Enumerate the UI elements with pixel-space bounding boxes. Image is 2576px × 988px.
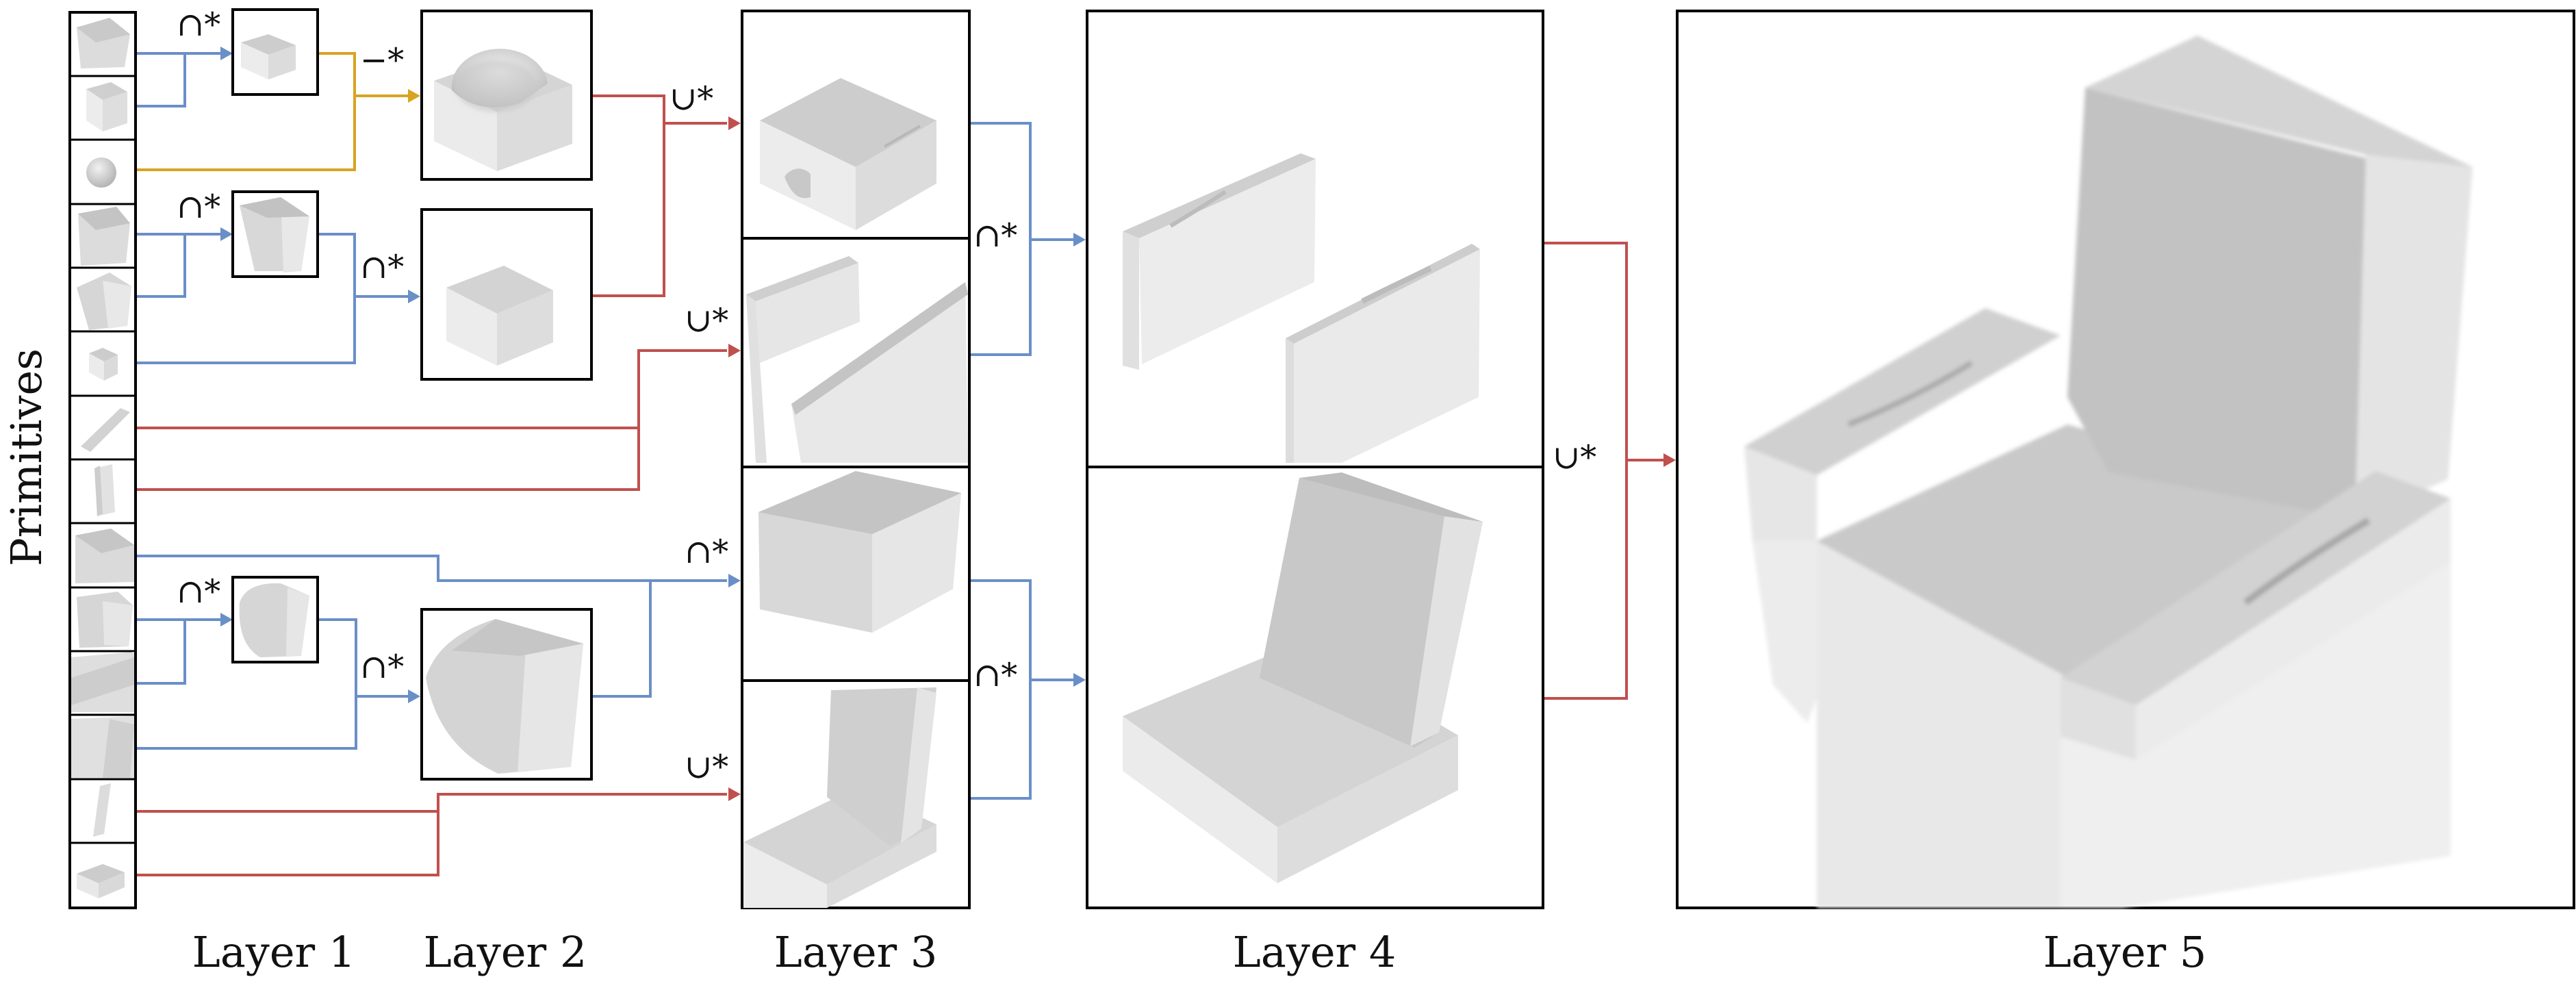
layer1-box-b	[231, 190, 319, 278]
layer-label-4: Layer 4	[1233, 927, 1397, 977]
op-intersection-l4a: ∩*	[973, 216, 1017, 255]
operator-labels: ∩* −* ∩* ∩* ∪* ∪* ∩* ∩* ∩* ∩* ∩* ∪* ∪*	[177, 5, 1596, 786]
layer5-chair	[1744, 36, 2473, 908]
layer2-box-a	[420, 10, 593, 181]
connector-p8	[137, 555, 741, 587]
op-intersection-c2: ∩*	[360, 648, 404, 686]
layer5-box	[1676, 10, 2575, 909]
layer4-column	[1086, 10, 1544, 909]
connector-l3r4-union	[137, 787, 741, 876]
op-intersection-b: ∩*	[177, 188, 220, 226]
connector-c2-intersection	[137, 618, 420, 750]
layer2-box-b	[420, 208, 593, 381]
primitive-1	[86, 82, 127, 131]
connector-l3r2-union	[137, 344, 741, 491]
op-intersection-l4b: ∩*	[973, 656, 1017, 694]
connector-l4a-intersection	[971, 122, 1086, 356]
layer1-box-a	[231, 8, 319, 96]
primitive-2	[86, 157, 116, 188]
layer-label-1: Layer 1	[192, 927, 356, 977]
op-intersection-a: ∩*	[177, 5, 220, 44]
primitive-3	[78, 207, 130, 266]
layer-labels: Layer 1 Layer 2 Layer 3 Layer 4 Layer 5	[192, 927, 2207, 977]
op-union-l3r4: ∪*	[685, 748, 728, 786]
primitive-7	[94, 464, 115, 516]
op-intersection-c: ∩*	[177, 572, 220, 611]
primitive-10	[71, 652, 134, 712]
layer3-row2-shape	[746, 256, 968, 463]
layer3-row1-shape	[760, 78, 936, 230]
connector-l5-union	[1544, 242, 1676, 700]
primitive-12	[93, 783, 111, 837]
connector-a-intersection	[137, 47, 233, 107]
primitives-column	[68, 11, 137, 909]
layer3-row3-shape	[758, 471, 961, 633]
layer-label-2: Layer 2	[424, 927, 587, 977]
connector-l3r1-union	[593, 94, 741, 297]
primitive-5	[89, 348, 118, 381]
primitive-11	[71, 716, 134, 778]
layer-label-5: Layer 5	[2043, 927, 2207, 977]
connector-b-intersection	[137, 227, 233, 298]
op-union-l3r1: ∪*	[669, 79, 713, 118]
op-union-l3r2: ∪*	[685, 301, 728, 340]
primitive-6	[81, 408, 130, 452]
layer3-row4-shape	[743, 687, 936, 908]
primitives-label: Primitives	[1, 349, 51, 566]
connector-l2c-l3r3	[593, 581, 652, 698]
primitive-13	[77, 864, 125, 898]
op-union-l5: ∪*	[1553, 438, 1596, 477]
op-intersection-b2: ∩*	[360, 248, 404, 286]
op-difference-a: −*	[360, 41, 404, 79]
connector-b2-intersection	[137, 233, 420, 364]
primitive-0	[77, 18, 130, 68]
connectors	[137, 47, 1676, 876]
layer-label-3: Layer 3	[774, 927, 938, 977]
layer2-box-c	[420, 608, 593, 781]
primitive-4	[77, 273, 131, 330]
connector-c-intersection	[137, 613, 233, 685]
layer1-box-c	[231, 576, 319, 663]
layer4-bottom-shape	[1123, 472, 1483, 883]
connector-a-difference	[137, 52, 420, 171]
connector-l4b-intersection	[971, 579, 1086, 800]
layer4-top-shape	[1123, 153, 1480, 463]
op-intersection-p8: ∩*	[685, 533, 728, 571]
primitive-9	[77, 592, 133, 648]
layer3-column	[741, 10, 971, 909]
primitive-8	[75, 529, 134, 583]
